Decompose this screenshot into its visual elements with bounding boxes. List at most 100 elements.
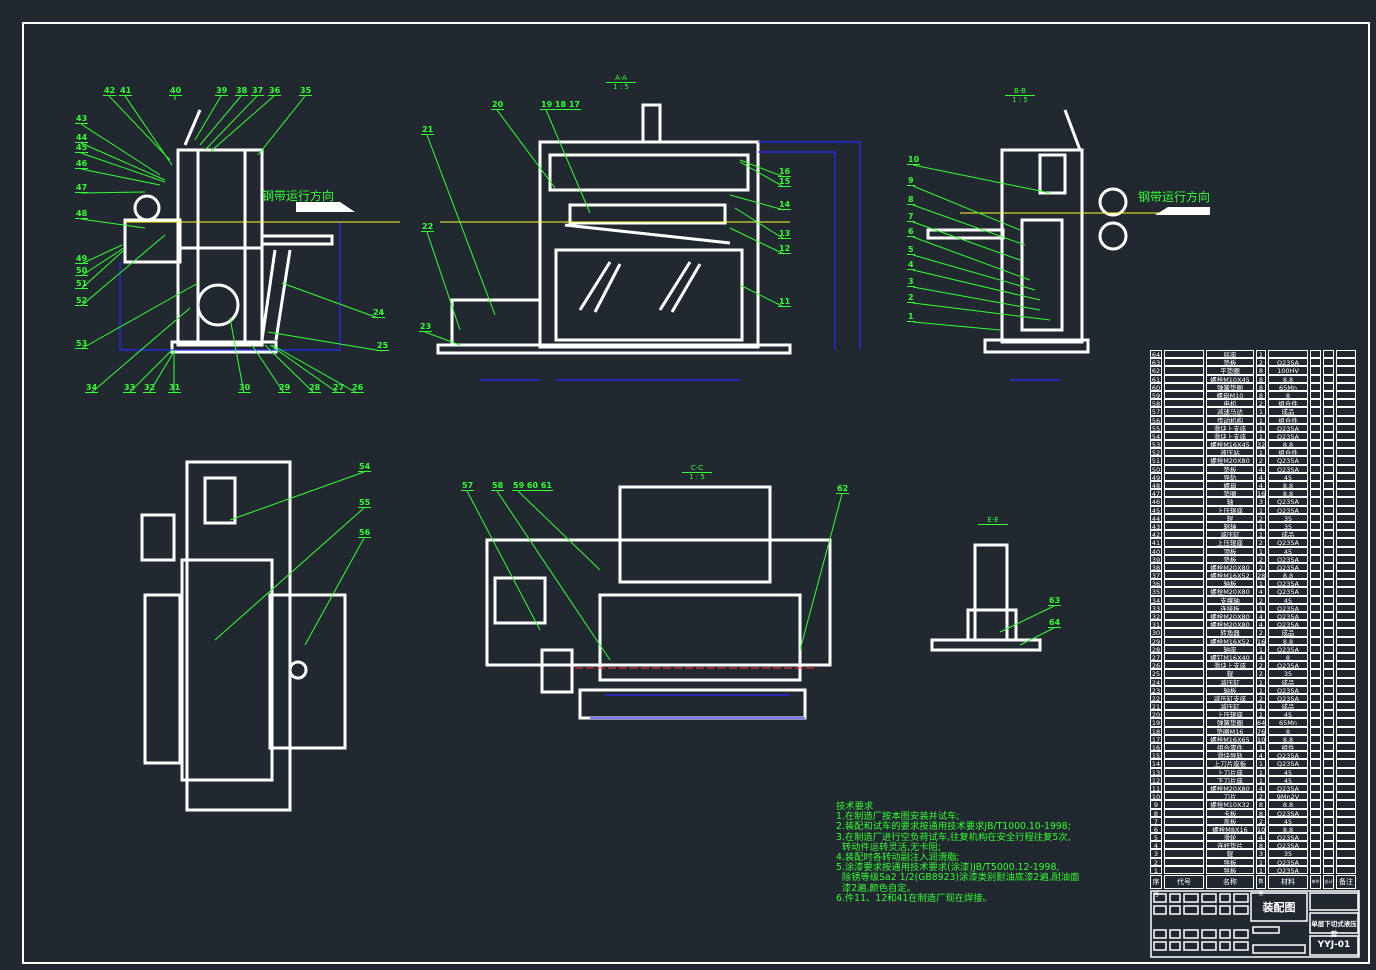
bom-code	[1164, 562, 1204, 572]
bom-unit-weight	[1310, 505, 1321, 514]
leader-line	[80, 249, 125, 290]
bom-remarks	[1336, 841, 1356, 850]
bom-code	[1164, 800, 1204, 809]
bom-index: 20	[1150, 710, 1162, 719]
bom-name: 弹簧垫圈	[1206, 382, 1254, 391]
bom-code	[1164, 464, 1204, 473]
bom-qty: 2	[1256, 513, 1266, 522]
leader-line	[799, 493, 843, 651]
bom-unit-weight	[1310, 440, 1321, 449]
bom-index: 57	[1150, 407, 1162, 416]
bom-material: Q235A	[1268, 841, 1308, 850]
bom-name: 辊	[1206, 513, 1254, 522]
part-balloon-front: 22	[421, 222, 435, 232]
bom-name: 滑块上支座	[1206, 431, 1254, 441]
bom-remarks	[1336, 464, 1356, 473]
bom-name: 辊	[1206, 849, 1254, 858]
bom-unit-weight	[1310, 652, 1321, 662]
leader-line	[496, 109, 556, 189]
bom-qty: 1	[1256, 530, 1266, 539]
bom-unit-weight	[1310, 636, 1321, 645]
bom-name: 底座	[1206, 350, 1254, 359]
leader-line	[264, 344, 315, 394]
header-material: 材料	[1268, 875, 1308, 889]
section-c-c	[485, 485, 832, 720]
bom-code	[1164, 824, 1204, 834]
bom-index: 26	[1150, 661, 1162, 670]
bom-unit-weight	[1310, 824, 1321, 834]
bom-code	[1164, 783, 1204, 793]
bom-total-weight	[1323, 800, 1334, 809]
part-balloon-side: 27	[332, 383, 346, 393]
part-balloon-right: 8	[907, 195, 915, 205]
bom-remarks	[1336, 358, 1356, 367]
tech-requirement-line: 4.装配时各转动副注入润滑脂;	[836, 852, 960, 864]
bom-name: 上压辊座	[1206, 710, 1254, 719]
bom-material: Q235A	[1268, 431, 1308, 441]
part-balloon-side: 50	[75, 266, 89, 276]
bom-total-weight	[1323, 505, 1334, 514]
bom-qty: 1	[1256, 677, 1266, 686]
drawing-number: YYJ-01	[1317, 940, 1351, 950]
part-balloon-side: 24	[372, 308, 386, 318]
bom-index: 27	[1150, 652, 1162, 662]
bom-code	[1164, 775, 1204, 784]
bom-remarks	[1336, 816, 1356, 825]
part-balloon-side: 47	[75, 183, 89, 193]
bom-code	[1164, 350, 1204, 359]
bom-total-weight	[1323, 423, 1334, 432]
bom-material: Q235A	[1268, 423, 1308, 432]
leader-line	[912, 185, 1021, 231]
bom-total-weight	[1323, 726, 1334, 735]
bom-remarks	[1336, 783, 1356, 793]
part-balloon-front: 15	[778, 177, 792, 187]
bom-total-weight	[1323, 824, 1334, 834]
bom-qty: 1	[1256, 865, 1266, 874]
bom-total-weight	[1323, 603, 1334, 612]
bom-index: 36	[1150, 579, 1162, 588]
bom-material: 成品	[1268, 530, 1308, 539]
bom-name: 轴座	[1206, 644, 1254, 653]
bom-qty: 3	[1256, 497, 1266, 506]
bom-material: 45	[1268, 595, 1308, 604]
bom-name: 平垫圈	[1206, 366, 1254, 375]
bom-remarks	[1336, 612, 1356, 621]
bom-total-weight	[1323, 546, 1334, 555]
leader-line	[257, 95, 306, 156]
bom-material: 8	[1268, 652, 1308, 662]
leader-line	[124, 95, 173, 166]
bom-name: 螺栓M16X52	[1206, 636, 1254, 645]
bom-unit-weight	[1310, 677, 1321, 686]
bom-unit-weight	[1310, 513, 1321, 522]
leader-line	[108, 95, 171, 161]
bom-code	[1164, 693, 1204, 703]
bom-total-weight	[1323, 644, 1334, 653]
bom-material: 8.8	[1268, 489, 1308, 498]
bom-remarks	[1336, 751, 1356, 760]
bom-name: 连接板	[1206, 603, 1254, 612]
bom-index: 41	[1150, 538, 1162, 547]
bom-remarks	[1336, 792, 1356, 801]
bom-name: 转角器	[1206, 628, 1254, 637]
part-balloon-front: 23	[419, 322, 433, 332]
bom-code	[1164, 382, 1204, 391]
bom-unit-weight	[1310, 865, 1321, 874]
bom-index: 39	[1150, 554, 1162, 563]
bom-index: 62	[1150, 366, 1162, 375]
bom-name: 轴	[1206, 497, 1254, 506]
bom-qty: 1	[1256, 431, 1266, 441]
bom-total-weight	[1323, 808, 1334, 817]
bom-remarks	[1336, 399, 1356, 408]
bom-unit-weight	[1310, 382, 1321, 391]
bom-index: 21	[1150, 702, 1162, 711]
bom-material: 8.8	[1268, 440, 1308, 449]
